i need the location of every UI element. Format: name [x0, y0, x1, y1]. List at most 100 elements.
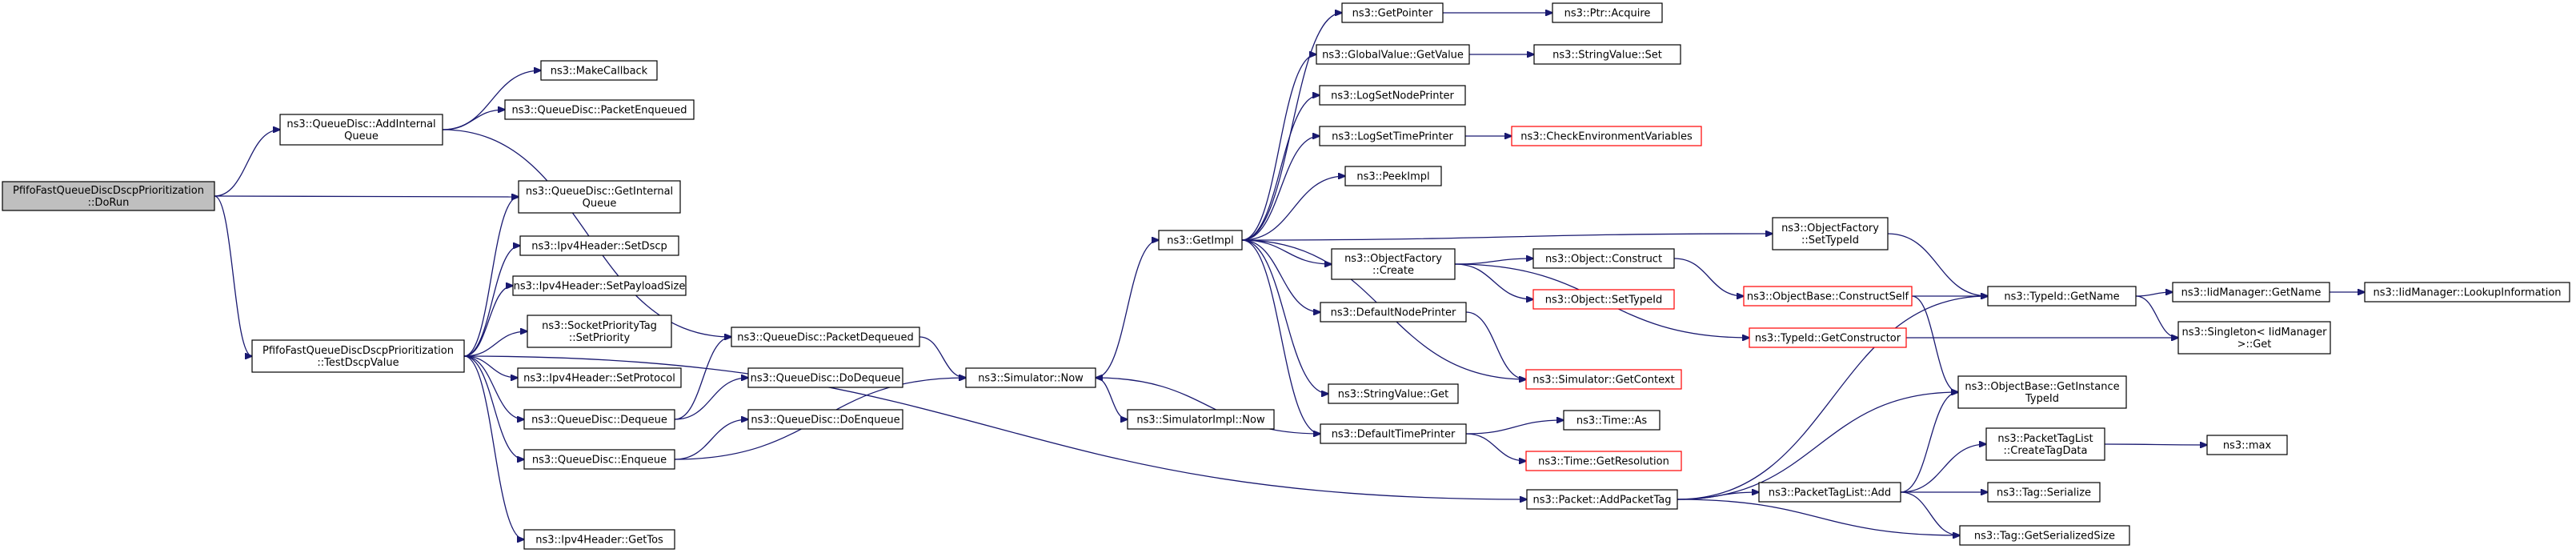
node-stringValueGet[interactable]: ns3::StringValue::Get — [1328, 383, 1459, 404]
edge-testDscp-to-enqueue — [463, 355, 524, 459]
node-setProtocol[interactable]: ns3::Ipv4Header::SetProtocol — [517, 367, 682, 388]
node-label: ns3::Ptr::Acquire — [1564, 8, 1651, 20]
node-simNow[interactable]: ns3::Simulator::Now — [965, 367, 1096, 388]
node-objectConstruct[interactable]: ns3::Object::Construct — [1532, 248, 1675, 269]
node-tagGetSerializedSize[interactable]: ns3::Tag::GetSerializedSize — [1959, 525, 2130, 546]
node-label: ns3::QueueDisc::AddInternal — [286, 118, 435, 130]
node-label: ns3::Time::GetResolution — [1538, 456, 1669, 468]
node-label: ::SetPriority — [569, 332, 631, 344]
node-objFactoryCreate[interactable]: ns3::ObjectFactory::Create — [1331, 248, 1456, 280]
node-label: ns3::QueueDisc::DoEnqueue — [751, 415, 899, 427]
node-label: ns3::ObjectFactory — [1344, 253, 1442, 265]
node-logSetNodePrinter[interactable]: ns3::LogSetNodePrinter — [1319, 85, 1466, 106]
node-testDscp[interactable]: PfifoFastQueueDiscDscpPrioritization::Te… — [251, 339, 465, 373]
node-getPointer[interactable]: ns3::GetPointer — [1341, 2, 1444, 23]
node-iidLookupInfo[interactable]: ns3::IidManager::LookupInformation — [2364, 282, 2570, 303]
node-root[interactable]: PfifoFastQueueDiscDscpPrioritization::Do… — [2, 181, 215, 211]
edge-testDscp-to-packetAddPacketTag — [463, 355, 1527, 499]
node-defaultNodePrinter[interactable]: ns3::DefaultNodePrinter — [1320, 302, 1467, 323]
node-box — [747, 409, 903, 430]
node-label: ns3::GetImpl — [1167, 235, 1234, 247]
node-box — [1526, 489, 1678, 510]
node-setDscp[interactable]: ns3::Ipv4Header::SetDscp — [519, 235, 679, 256]
node-objFactorySetTypeId[interactable]: ns3::ObjectFactory::SetTypeId — [1772, 217, 1889, 250]
node-globalGetValue[interactable]: ns3::GlobalValue::GetValue — [1316, 44, 1470, 65]
node-box — [1985, 427, 2105, 461]
node-label: ns3::ObjectFactory — [1781, 222, 1879, 234]
node-label: ns3::Packet::AddPacketTag — [1532, 495, 1671, 507]
node-label: ::TestDscpValue — [317, 357, 399, 369]
node-box — [2364, 282, 2570, 303]
node-peekImpl[interactable]: ns3::PeekImpl — [1344, 166, 1442, 186]
node-packetAddPacketTag[interactable]: ns3::Packet::AddPacketTag — [1526, 489, 1678, 510]
node-iidGetName[interactable]: ns3::IidManager::GetName — [2172, 282, 2330, 303]
node-label: ns3::Tag::Serialize — [1997, 487, 2091, 499]
node-label: ns3::ObjectBase::ConstructSelf — [1747, 291, 1909, 303]
node-getTos[interactable]: ns3::Ipv4Header::GetTos — [523, 529, 675, 550]
node-stringValueSet[interactable]: ns3::StringValue::Set — [1533, 44, 1681, 65]
edge-packetDequeued-to-simNow — [919, 336, 966, 378]
node-packetDequeued[interactable]: ns3::QueueDisc::PacketDequeued — [731, 327, 920, 347]
node-label: ns3::GetPointer — [1352, 8, 1433, 20]
edge-root-to-addInternalQueue — [214, 130, 280, 197]
edge-typeIdGetName-to-iidGetName — [2135, 292, 2173, 297]
node-packetEnqueued[interactable]: ns3::QueueDisc::PacketEnqueued — [504, 99, 695, 120]
edge-objFactoryCreate-to-objectConstruct — [1454, 258, 1533, 265]
node-label: ::DoRun — [88, 197, 130, 209]
node-label: ns3::Ipv4Header::GetTos — [535, 535, 663, 547]
node-enqueue[interactable]: ns3::QueueDisc::Enqueue — [523, 449, 675, 470]
node-timeGetResolution[interactable]: ns3::Time::GetResolution — [1525, 451, 1682, 471]
node-makeCallback[interactable]: ns3::MakeCallback — [540, 60, 658, 81]
node-dequeue[interactable]: ns3::QueueDisc::Dequeue — [523, 409, 675, 430]
node-label: ns3::GlobalValue::GetValue — [1322, 50, 1464, 62]
node-typeIdGetName[interactable]: ns3::TypeId::GetName — [1987, 286, 2137, 307]
node-packetTagListAdd[interactable]: ns3::PacketTagList::Add — [1758, 482, 1901, 503]
node-createTagData[interactable]: ns3::PacketTagList::CreateTagData — [1985, 427, 2105, 461]
node-simImplNow[interactable]: ns3::SimulatorImpl::Now — [1127, 409, 1275, 430]
node-doDequeue[interactable]: ns3::QueueDisc::DoDequeue — [747, 367, 903, 388]
node-label: ns3::TypeId::GetConstructor — [1755, 333, 1901, 345]
node-label: ns3::QueueDisc::PacketDequeued — [737, 332, 914, 344]
node-getImpl[interactable]: ns3::GetImpl — [1158, 230, 1243, 250]
edge-root-to-getInternalQueue — [214, 196, 519, 197]
node-label: ns3::Time::As — [1576, 415, 1648, 427]
node-objectSetTypeId[interactable]: ns3::Object::SetTypeId — [1532, 289, 1675, 310]
node-box — [1743, 286, 1913, 307]
node-objBaseConstructSelf[interactable]: ns3::ObjectBase::ConstructSelf — [1743, 286, 1913, 307]
node-label: ns3::Object::Construct — [1545, 254, 1662, 266]
node-logSetTimePrinter[interactable]: ns3::LogSetTimePrinter — [1319, 126, 1466, 146]
node-typeIdGetConstructor[interactable]: ns3::TypeId::GetConstructor — [1749, 327, 1907, 348]
edge-defaultTimePrinter-to-timeGetResolution — [1465, 433, 1526, 461]
edge-dequeue-to-packetDequeued — [674, 337, 731, 420]
node-label: PfifoFastQueueDiscDscpPrioritization — [262, 345, 454, 357]
node-label: ns3::StringValue::Get — [1338, 389, 1448, 401]
edge-packetAddPacketTag-to-packetTagListAdd — [1677, 492, 1759, 500]
node-box — [1319, 126, 1466, 146]
node-label: ns3::Simulator::Now — [978, 373, 1084, 385]
node-doEnqueue[interactable]: ns3::QueueDisc::DoEnqueue — [747, 409, 903, 430]
node-checkEnv[interactable]: ns3::CheckEnvironmentVariables — [1511, 126, 1702, 146]
node-simGetContext[interactable]: ns3::Simulator::GetContext — [1525, 369, 1682, 390]
node-ptrAcquire[interactable]: ns3::Ptr::Acquire — [1552, 2, 1663, 23]
node-label: ns3::PacketTagList — [1997, 433, 2093, 445]
node-label: ns3::SocketPriorityTag — [542, 320, 657, 332]
node-nsMax[interactable]: ns3::max — [2206, 435, 2288, 455]
node-box — [2206, 435, 2288, 455]
edge-getImpl-to-globalGetValue — [1241, 54, 1316, 241]
node-box — [1957, 375, 2127, 409]
node-box — [1158, 230, 1243, 250]
node-label: ns3::IidManager::GetName — [2181, 287, 2322, 299]
node-defaultTimePrinter[interactable]: ns3::DefaultTimePrinter — [1320, 423, 1467, 444]
node-box — [1341, 2, 1444, 23]
node-box — [523, 529, 675, 550]
node-setPriority[interactable]: ns3::SocketPriorityTag::SetPriority — [527, 315, 672, 348]
node-box — [1328, 383, 1459, 404]
node-setPayloadSize[interactable]: ns3::Ipv4Header::SetPayloadSize — [512, 275, 687, 296]
node-singletonGet[interactable]: ns3::Singleton< IidManager >::Get — [2177, 321, 2331, 355]
node-timeAs[interactable]: ns3::Time::As — [1563, 410, 1661, 431]
node-tagSerialize[interactable]: ns3::Tag::Serialize — [1987, 482, 2101, 503]
node-label: ns3::Singleton< IidManager — [2181, 327, 2327, 339]
